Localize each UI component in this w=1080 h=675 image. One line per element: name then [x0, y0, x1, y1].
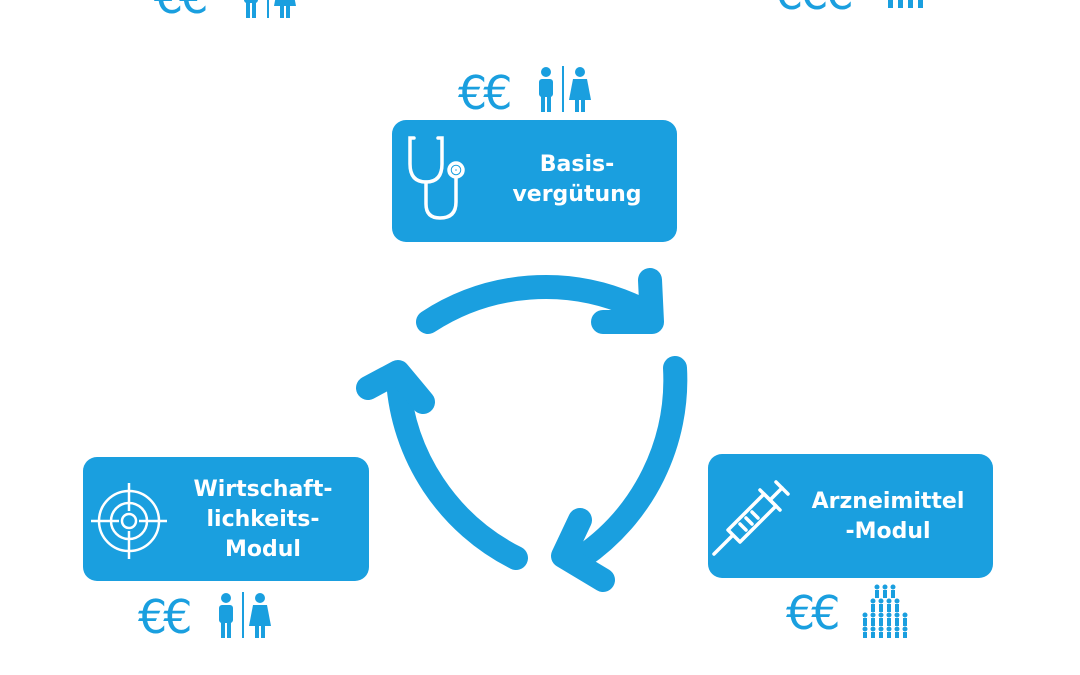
node-label-line: Wirtschaft-: [193, 477, 333, 502]
node-basisverguetung: Basis- vergütung: [392, 120, 677, 242]
node-label-line: vergütung: [512, 182, 642, 207]
cycle-arrow-left-head: [356, 360, 435, 414]
node-wirtschaftlichkeits-modul: Wirtschaft- lichkeits- Modul: [83, 457, 369, 581]
cycle-arrow-top: [416, 275, 646, 334]
man-woman-icon: [219, 592, 271, 638]
people-group-icon: [862, 584, 908, 638]
target-crosshair-icon: [91, 483, 167, 559]
node-label-line: Modul: [225, 537, 301, 562]
currency-arzneimittel: €€: [786, 586, 841, 640]
cycle-arrow-left: [386, 368, 528, 570]
cycle-arrow-top-head: [591, 268, 664, 334]
node-label: Wirtschaft- lichkeits- Modul: [163, 475, 363, 565]
currency-wirtschaftlichkeit: €€: [138, 590, 193, 644]
man-woman-icon: [244, 0, 296, 18]
node-label: Arzneimittel -Modul: [793, 487, 983, 547]
node-label-line: Basis-: [539, 152, 615, 177]
node-label-line: -Modul: [845, 519, 931, 544]
cycle-arrow-right: [570, 356, 688, 569]
node-label-line: Arzneimittel: [811, 489, 965, 514]
syringe-icon: [712, 480, 790, 556]
man-woman-icon: [539, 66, 591, 112]
currency-basis: €€: [458, 66, 513, 120]
cycle-arrow-right-head: [551, 508, 615, 592]
node-label-line: lichkeits-: [206, 507, 320, 532]
people-group-icon: [888, 0, 923, 8]
node-arzneimittel-modul: Arzneimittel -Modul: [708, 454, 993, 578]
cropped-currency-left: €€: [154, 0, 209, 20]
cropped-currency-right: €€€: [774, 0, 854, 16]
stethoscope-icon: [408, 136, 465, 220]
node-label: Basis- vergütung: [477, 150, 677, 210]
